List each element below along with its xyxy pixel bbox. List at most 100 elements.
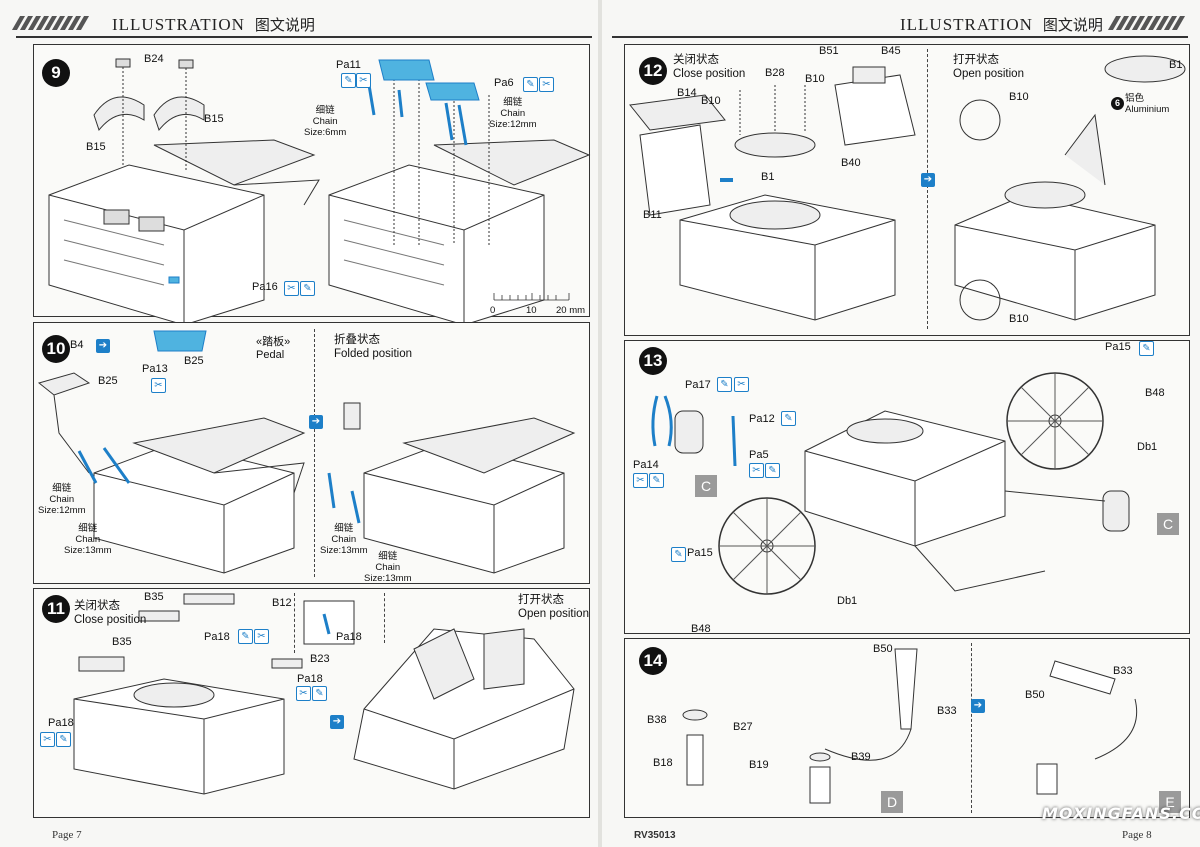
glue-icon: ✎ bbox=[765, 463, 780, 478]
step-number: 13 bbox=[639, 347, 667, 375]
part-label-pa18: Pa18 bbox=[336, 631, 362, 643]
step-number: 12 bbox=[639, 57, 667, 85]
part-label-b39: B39 bbox=[851, 751, 871, 763]
part-label-b14: B14 bbox=[677, 87, 697, 99]
header-stripes bbox=[11, 16, 90, 30]
cut-icon: ✂ bbox=[284, 281, 299, 296]
step-9-panel: 9 bbox=[33, 44, 591, 326]
glue-icon: ✎ bbox=[523, 77, 538, 92]
glue-icon: ✎ bbox=[781, 411, 796, 426]
page-number-left: Page 7 bbox=[52, 829, 82, 841]
page-number-right: Page 8 bbox=[1122, 829, 1152, 841]
part-label-b48: B48 bbox=[1145, 387, 1165, 399]
part-label-b10: B10 bbox=[805, 73, 825, 85]
sub-assembly-c-marker: C bbox=[1157, 513, 1179, 535]
part-label-pa18: Pa18 bbox=[204, 631, 230, 643]
part-label-pa18: Pa18 bbox=[48, 717, 74, 729]
divider-dashed bbox=[314, 329, 315, 577]
part-label-b10: B10 bbox=[1009, 313, 1029, 325]
part-label-pa16: Pa16 bbox=[252, 281, 278, 293]
part-label-b12: B12 bbox=[272, 597, 292, 609]
part-label-db1: Db1 bbox=[837, 595, 858, 607]
part-label-pa5: Pa5 bbox=[749, 449, 769, 461]
scale-label-20: 20 mm bbox=[556, 305, 586, 316]
step-13-panel: 13 bbox=[624, 340, 1190, 635]
part-label-b15: B15 bbox=[204, 113, 224, 125]
glue-icon: ✎ bbox=[300, 281, 315, 296]
sub-assembly-e-marker: E bbox=[1159, 791, 1181, 813]
sub-assembly-c-marker: C bbox=[695, 475, 717, 497]
flip-arrow-icon: ➔ bbox=[921, 173, 935, 187]
step-number: 11 bbox=[42, 595, 70, 623]
step-12-panel: 12 bbox=[624, 44, 1190, 336]
part-label-b25: B25 bbox=[98, 375, 118, 387]
divider-dashed bbox=[294, 593, 295, 653]
step-10-diagram bbox=[37, 330, 576, 574]
step-11-diagram bbox=[73, 593, 575, 795]
part-label-pa18: Pa18 bbox=[297, 673, 323, 685]
flip-arrow-icon: ➔ bbox=[971, 699, 985, 713]
part-label-b25: B25 bbox=[184, 355, 204, 367]
divider-dashed bbox=[971, 643, 972, 813]
part-label-b38: B38 bbox=[647, 714, 667, 726]
part-label-pa15: Pa15 bbox=[1105, 341, 1131, 353]
glue-icon: ✎ bbox=[238, 629, 253, 644]
part-label-b35: B35 bbox=[144, 591, 164, 603]
part-label-b23: B23 bbox=[310, 653, 330, 665]
glue-icon: ✎ bbox=[312, 686, 327, 701]
flip-arrow-icon: ➔ bbox=[309, 415, 323, 429]
part-label-b35: B35 bbox=[112, 636, 132, 648]
scale-label-10: 10 bbox=[526, 305, 537, 316]
part-label-db1: Db1 bbox=[1137, 441, 1158, 453]
part-label-b50: B50 bbox=[873, 643, 893, 655]
cut-icon: ✂ bbox=[254, 629, 269, 644]
cut-icon: ✂ bbox=[151, 378, 166, 393]
cut-icon: ✂ bbox=[734, 377, 749, 392]
part-label-b28: B28 bbox=[765, 67, 785, 79]
part-label-b51: B51 bbox=[819, 45, 839, 57]
part-label-pa6: Pa6 bbox=[494, 77, 514, 89]
header-rule bbox=[612, 36, 1188, 38]
cut-icon: ✂ bbox=[296, 686, 311, 701]
divider-dashed bbox=[927, 49, 928, 329]
part-label-b10: B10 bbox=[701, 95, 721, 107]
glue-icon: ✎ bbox=[671, 547, 686, 562]
watermark-logo: MOXINGFANS.COM bbox=[1042, 804, 1200, 823]
part-label-pa14: Pa14 bbox=[633, 459, 659, 471]
glue-icon: ✎ bbox=[649, 473, 664, 488]
page-gutter bbox=[598, 0, 602, 847]
cut-icon: ✂ bbox=[356, 73, 371, 88]
glue-icon: ✎ bbox=[717, 377, 732, 392]
part-label-b33: B33 bbox=[1113, 665, 1133, 677]
step-9-diagram bbox=[48, 58, 591, 326]
step-number: 14 bbox=[639, 647, 667, 675]
glue-icon: ✎ bbox=[341, 73, 356, 88]
part-label-b1: B1 bbox=[761, 171, 775, 183]
part-label-b40: B40 bbox=[841, 157, 861, 169]
cut-icon: ✂ bbox=[749, 463, 764, 478]
step-10-panel: 10 B4 ➔ B2 bbox=[33, 322, 590, 584]
pedal-label: «踏板»Pedal bbox=[256, 336, 291, 361]
part-label-b27: B27 bbox=[733, 721, 753, 733]
header-rule bbox=[16, 36, 592, 38]
step-number: 9 bbox=[42, 59, 70, 87]
part-label-b18: B18 bbox=[653, 757, 673, 769]
cut-icon: ✂ bbox=[633, 473, 648, 488]
part-label-b19: B19 bbox=[749, 759, 769, 771]
part-label-pa12: Pa12 bbox=[749, 413, 775, 425]
glue-icon: ✎ bbox=[1139, 341, 1154, 356]
step-number: 10 bbox=[42, 335, 70, 363]
flip-arrow-icon: ➔ bbox=[330, 715, 344, 729]
